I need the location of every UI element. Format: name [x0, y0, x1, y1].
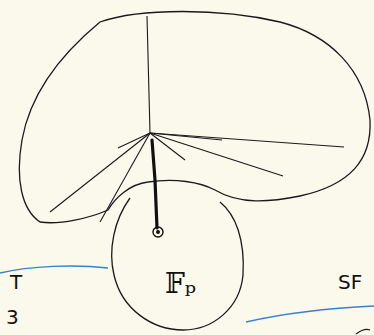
circled-dot — [153, 227, 163, 237]
blob-outline — [19, 12, 370, 223]
margin-note: T — [10, 270, 22, 294]
circle-outline — [108, 180, 245, 332]
partial-stroke — [356, 329, 370, 334]
node-label: 𝔽ₚ — [165, 267, 196, 300]
blue-curve-right — [246, 306, 374, 322]
thick-stroke — [152, 140, 157, 228]
circle-outline-path — [112, 198, 244, 330]
margin-note: 3 — [6, 305, 19, 329]
dot — [156, 230, 160, 234]
radiating-lines — [50, 16, 344, 222]
margin-note: SF — [338, 270, 362, 294]
circle-node: 𝔽ₚ — [108, 180, 245, 332]
